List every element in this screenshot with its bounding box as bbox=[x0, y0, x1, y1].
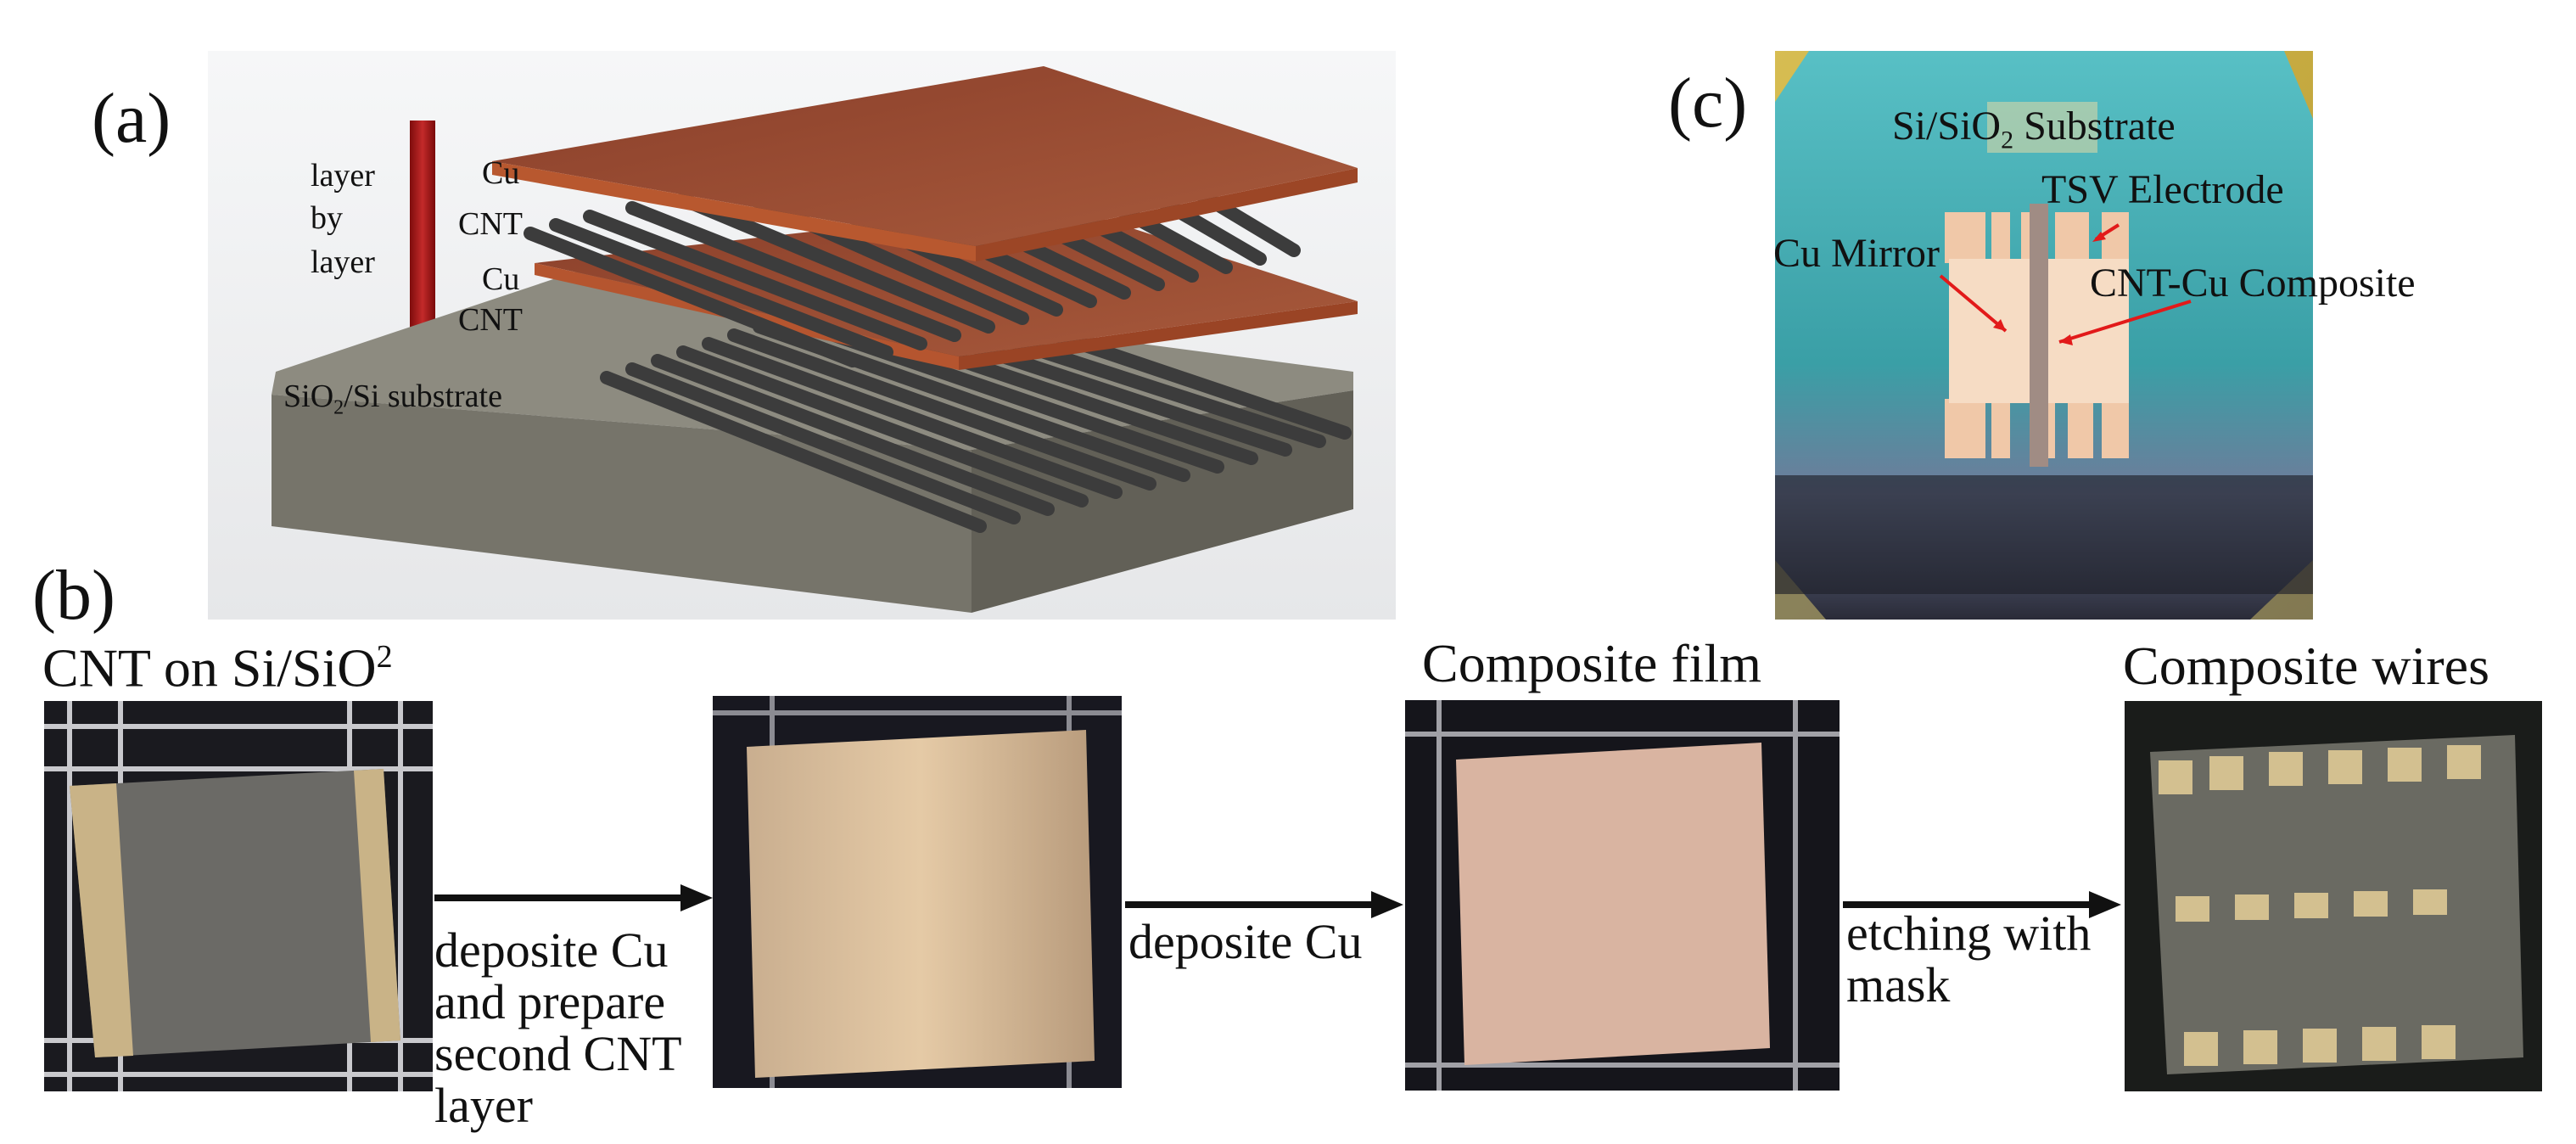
cu-plate-top bbox=[492, 66, 1358, 246]
step1-text: deposite Cu and prepare second CNT layer bbox=[434, 922, 714, 1133]
label-cnt-top: CNT bbox=[458, 206, 523, 242]
substrate-label-sub: 2 bbox=[333, 396, 344, 419]
caption-composite-film: Composite film bbox=[1422, 633, 1761, 693]
step3-text: etching with mask bbox=[1846, 906, 2126, 1012]
direction-text-line2: by bbox=[311, 200, 343, 236]
label-tsv-electrode: TSV Electrode bbox=[2041, 167, 2284, 212]
tsv-sample-photo bbox=[1775, 51, 2313, 620]
process-arrow-1 bbox=[434, 884, 713, 911]
process-arrow-3 bbox=[1843, 891, 2121, 918]
composite-wires-sample bbox=[2150, 735, 2523, 1074]
panel-a-illustration bbox=[208, 51, 1396, 620]
si-sio2-pre: Si/SiO bbox=[1892, 104, 2002, 149]
label-cu-top: Cu bbox=[482, 155, 520, 191]
step1-line1: deposite Cu bbox=[434, 922, 669, 978]
layer-stack-diagram bbox=[208, 51, 1396, 620]
label-cu-mirror: Cu Mirror bbox=[1773, 231, 1940, 276]
label-si-sio2-substrate: Si/SiO2 Substrate bbox=[1892, 106, 2176, 154]
photo-second-layer bbox=[713, 696, 1122, 1088]
process-arrow-2 bbox=[1125, 891, 1403, 918]
substrate-label-pre: SiO bbox=[283, 379, 334, 414]
direction-text-line3: layer bbox=[311, 244, 375, 280]
cu-plate-top-edge bbox=[492, 161, 976, 261]
panel-c-photo bbox=[1775, 51, 2313, 620]
si-sio2-post: Substrate bbox=[2013, 104, 2176, 149]
label-cnt-lower: CNT bbox=[458, 302, 523, 338]
caption-cnt-on-si-sup: 2 bbox=[376, 639, 393, 675]
photo-cnt-on-si bbox=[44, 701, 433, 1091]
panel-c-label: (c) bbox=[1668, 64, 1748, 143]
label-cnt-cu-composite: CNT-Cu Composite bbox=[2090, 261, 2416, 306]
step1-line4: layer bbox=[434, 1077, 533, 1133]
label-cu-lower: Cu bbox=[482, 261, 520, 297]
direction-arrow-shaft bbox=[410, 121, 435, 341]
substrate-label-post: /Si substrate bbox=[344, 379, 502, 414]
step2-text: deposite Cu bbox=[1128, 914, 1408, 969]
cu-cnt-sample bbox=[747, 730, 1095, 1078]
si-sio2-sub: 2 bbox=[2001, 126, 2014, 154]
cnt-sample bbox=[70, 769, 400, 1057]
caption-composite-wires: Composite wires bbox=[2123, 636, 2489, 696]
panel-b-label: (b) bbox=[32, 556, 115, 635]
step1-line2: and prepare bbox=[434, 973, 666, 1029]
annotation-arrows bbox=[1939, 223, 2192, 345]
composite-film-sample bbox=[1456, 743, 1770, 1065]
photo-composite-film bbox=[1405, 700, 1840, 1091]
photo-composite-wires bbox=[2125, 701, 2542, 1091]
substrate-label: SiO2/Si substrate bbox=[283, 380, 502, 418]
step1-line3: second CNT bbox=[434, 1025, 682, 1081]
caption-cnt-on-si-text: CNT on Si/SiO bbox=[42, 637, 377, 698]
step2-line1: deposite Cu bbox=[1128, 914, 1363, 969]
step3-line1: etching with bbox=[1846, 906, 2092, 961]
direction-text-line1: layer bbox=[311, 158, 375, 193]
panel-a-label: (a) bbox=[92, 79, 171, 158]
step3-line2: mask bbox=[1846, 956, 1951, 1012]
cnt-cu-strip bbox=[2030, 204, 2048, 467]
caption-cnt-on-si: CNT on Si/SiO2 bbox=[42, 641, 393, 695]
wire-pads bbox=[2159, 745, 2481, 1066]
